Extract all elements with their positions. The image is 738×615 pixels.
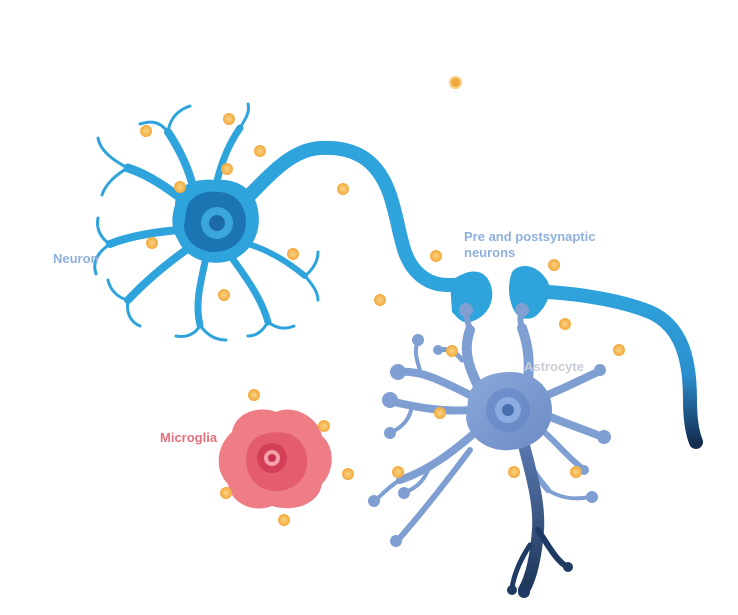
microglia-cell <box>218 409 332 509</box>
microglia-label: Microglia <box>160 430 218 445</box>
neuron-cell <box>93 102 485 342</box>
neuron-label: Neuron <box>53 251 99 266</box>
synapse-label-line1: Pre and postsynaptic <box>464 229 596 244</box>
synapse-label-line2: neurons <box>464 245 516 260</box>
astrocyte-cell <box>368 303 611 598</box>
legend <box>449 75 619 115</box>
particle-dots <box>140 113 625 526</box>
particle-legend-icon <box>449 76 462 89</box>
astrocyte-label: Astrocyte <box>524 359 584 374</box>
